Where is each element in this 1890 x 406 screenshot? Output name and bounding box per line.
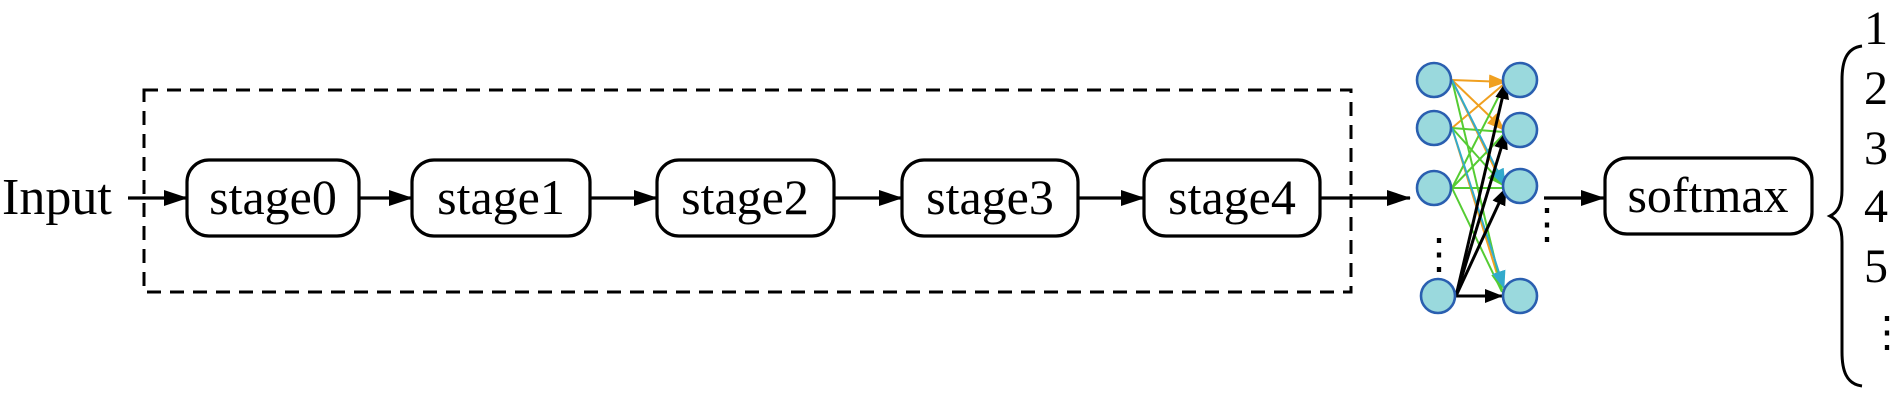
output-brace	[1826, 44, 1863, 388]
stage-label-3: stage3	[926, 169, 1054, 225]
fc-edge	[1454, 187, 1508, 297]
fc-input-node	[1419, 277, 1457, 315]
output-class-label-1: 2	[1864, 62, 1888, 115]
input-label: Input	[2, 169, 112, 226]
output-class-label-5: ⋮	[1866, 310, 1890, 356]
fc-input-node	[1415, 169, 1453, 207]
stage-label-4: stage4	[1168, 169, 1296, 225]
fc-edge	[1451, 85, 1505, 189]
stage-label-0: stage0	[209, 169, 337, 225]
fc-edge	[1454, 81, 1509, 297]
fully-connected-layer: ⋮ ⋮	[1415, 61, 1568, 315]
stage-box-2: stage2	[655, 158, 836, 238]
fc-output-ellipsis: ⋮	[1526, 202, 1568, 248]
stage-box-0: stage0	[185, 158, 361, 238]
fc-edge	[1454, 131, 1508, 297]
fc-output-node	[1501, 277, 1539, 315]
softmax-label: softmax	[1627, 167, 1788, 223]
output-class-label-2: 3	[1864, 122, 1888, 175]
fc-input-ellipsis: ⋮	[1418, 232, 1460, 278]
fc-edge	[1451, 79, 1506, 187]
fc-edges	[1451, 74, 1509, 303]
fc-output-node	[1501, 61, 1539, 99]
output-class-label-4: 5	[1864, 240, 1888, 293]
stage-box-3: stage3	[900, 158, 1080, 238]
fc-input-node	[1415, 61, 1453, 99]
output-class-label-3: 4	[1864, 180, 1888, 233]
stage-label-1: stage1	[437, 169, 565, 225]
stage-box-4: stage4	[1142, 158, 1322, 238]
stage-label-2: stage2	[681, 169, 809, 225]
stage-box-1: stage1	[410, 158, 592, 238]
softmax-box: softmax	[1603, 156, 1814, 236]
fc-output-node	[1501, 111, 1539, 149]
fc-input-node	[1415, 109, 1453, 147]
output-class-label-0: 1	[1864, 2, 1888, 55]
stages-dashed-container	[142, 88, 1353, 294]
fc-output-node	[1501, 167, 1539, 205]
fc-edge	[1451, 74, 1507, 89]
